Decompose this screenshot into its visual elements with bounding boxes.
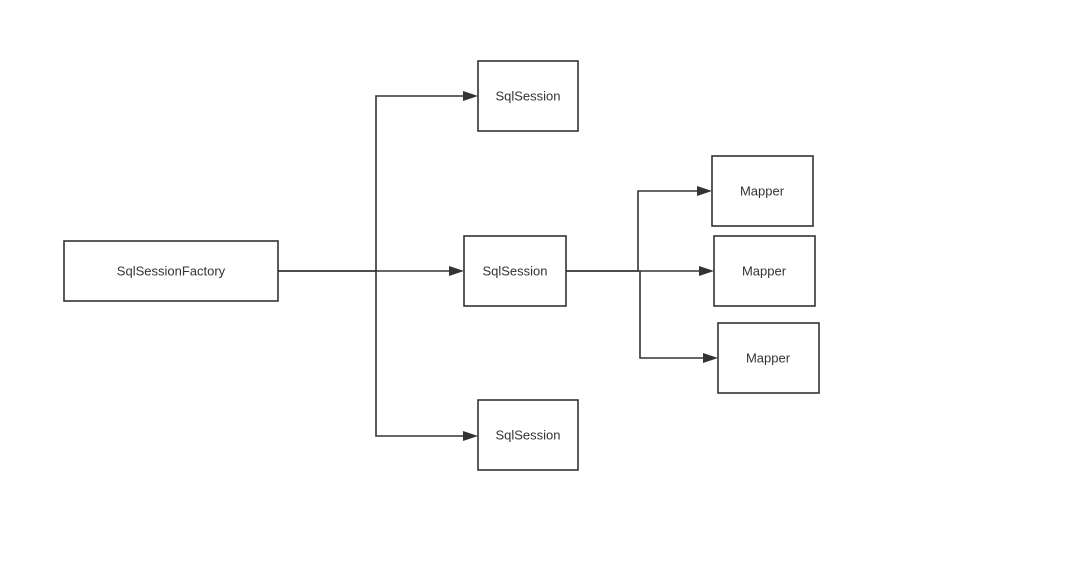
node-mapper-middle[interactable]: Mapper	[713, 235, 816, 307]
node-mapper-middle-label: Mapper	[742, 264, 787, 279]
node-sql-session-top[interactable]: SqlSession	[477, 60, 579, 132]
edge-factory-to-session-middle	[278, 266, 464, 276]
edge-session-to-mapper-middle	[566, 266, 714, 276]
node-sql-session-middle-label: SqlSession	[482, 264, 547, 279]
node-mapper-top[interactable]: Mapper	[711, 155, 814, 227]
node-sql-session-factory[interactable]: SqlSessionFactory	[63, 240, 279, 302]
node-sql-session-bottom-label: SqlSession	[495, 428, 560, 443]
node-mapper-bottom-label: Mapper	[746, 351, 791, 366]
edge-session-to-mapper-bottom	[639, 271, 718, 363]
edge-factory-to-session-top	[278, 91, 478, 272]
node-sql-session-bottom[interactable]: SqlSession	[477, 399, 579, 471]
node-mapper-top-label: Mapper	[740, 184, 785, 199]
node-sql-session-middle[interactable]: SqlSession	[463, 235, 567, 307]
node-sql-session-top-label: SqlSession	[495, 89, 560, 104]
edge-session-to-mapper-top	[566, 186, 712, 272]
node-mapper-bottom[interactable]: Mapper	[717, 322, 820, 394]
edge-factory-to-session-bottom	[375, 271, 478, 441]
node-sql-session-factory-label: SqlSessionFactory	[117, 264, 226, 279]
